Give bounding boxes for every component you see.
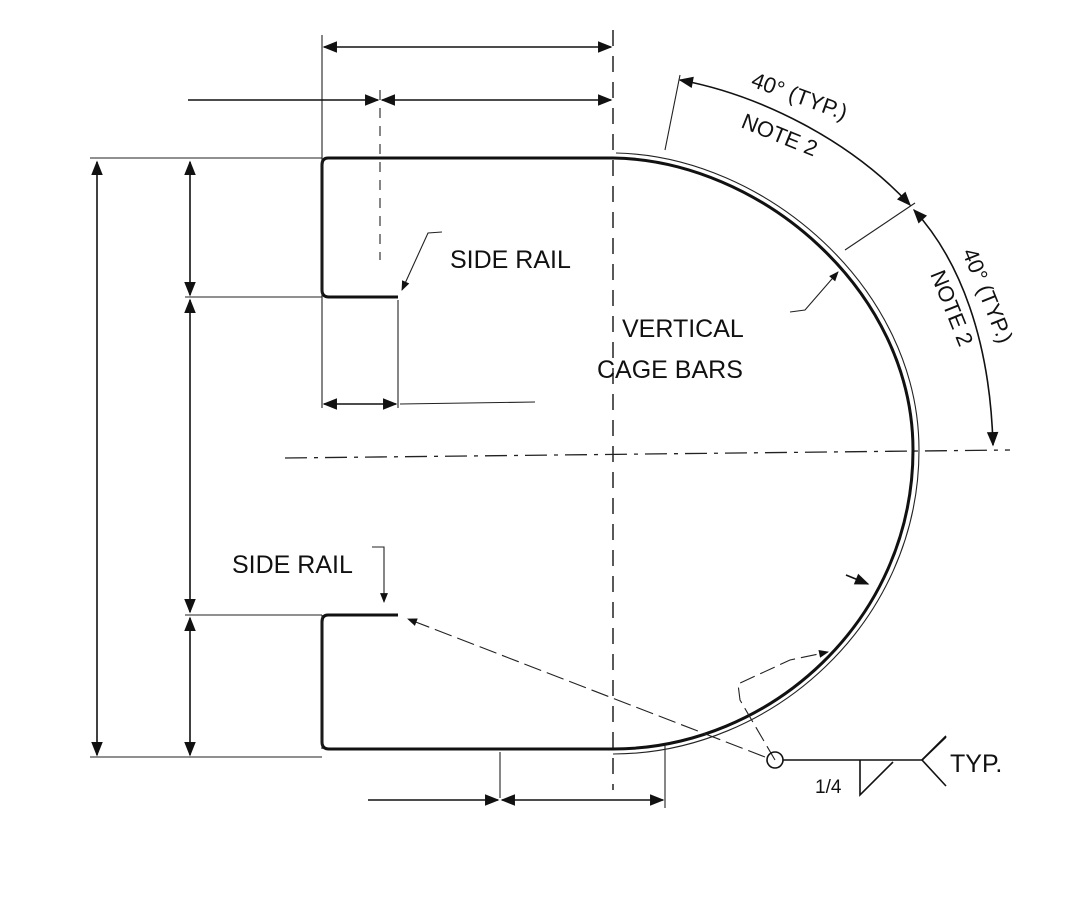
cage-bar-tick (845, 573, 870, 585)
label-vertical-cage-bars-2: CAGE BARS (597, 356, 743, 384)
leader-side-rail-lower (372, 546, 388, 603)
weld-tail-lower (921, 759, 947, 787)
label-vertical-cage-bars-1: VERTICAL (622, 315, 744, 343)
angle-ext-line-start (664, 74, 681, 151)
label-side-rail-upper: SIDE RAIL (450, 246, 571, 274)
fillet-weld-icon (859, 760, 894, 797)
dim-upper-rail-return-tail (399, 401, 536, 405)
leader-weld-to-rail (407, 618, 766, 758)
angle-dim-arc-lower (913, 208, 999, 447)
upper-side-rail (320, 156, 613, 299)
angle-ext-line-mid (844, 202, 916, 251)
label-side-rail-lower: SIDE RAIL (232, 551, 353, 579)
weld-tail-upper (921, 735, 947, 761)
leader-weld-to-hoop (737, 649, 829, 761)
label-weld-typ: TYP. (950, 750, 1002, 778)
leader-side-rail-upper (401, 231, 443, 291)
lower-side-rail (320, 613, 613, 751)
horizontal-center-line (284, 449, 1011, 459)
leader-vertical-cage-bars (789, 271, 839, 313)
label-weld-size: 1/4 (815, 777, 842, 798)
label-angle-upper-note: NOTE 2 (738, 108, 821, 161)
angle-dim-arc-upper (678, 76, 911, 207)
